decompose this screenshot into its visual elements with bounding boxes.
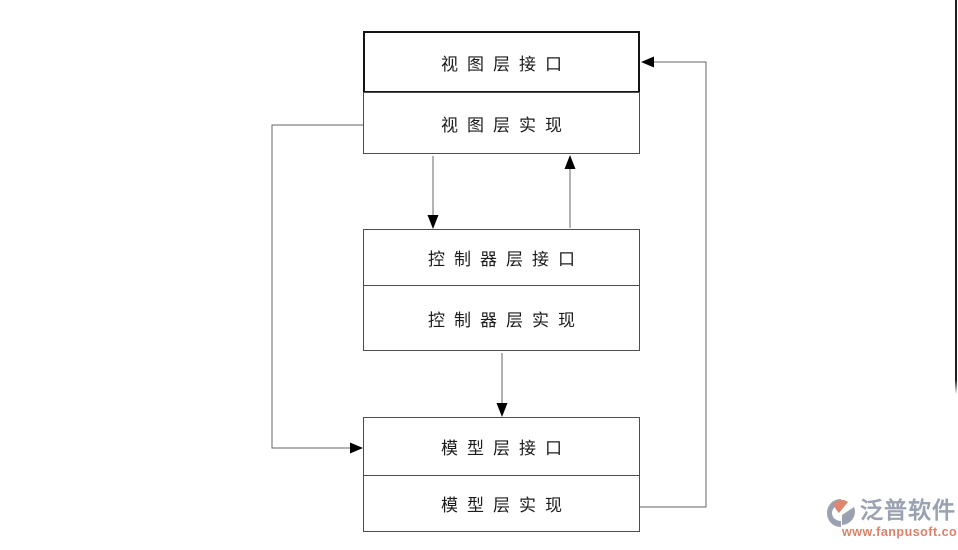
model-impl-label: 模型层实现 [441, 496, 571, 516]
controller-interface-label: 控制器层接口 [428, 250, 584, 270]
controller-layer-box: 控制器层接口 控制器层实现 [363, 229, 640, 351]
fanpu-logo-icon [827, 499, 855, 527]
watermark-url: www.fanpusoft.com [842, 525, 958, 539]
page-edge-line [955, 0, 957, 380]
arrowhead-left-icon [641, 56, 654, 68]
arrowhead-down-icon [427, 215, 439, 229]
connector-view-impl-to-model-interface [271, 124, 363, 449]
watermark-text: 泛普软件 www.fanpusoft.com [842, 497, 958, 539]
watermark: 泛普软件 www.fanpusoft.com [824, 497, 958, 539]
view-interface-label: 视图层接口 [441, 54, 571, 75]
page-edge-line-fade [955, 380, 957, 394]
view-layer-box: 视图层接口 视图层实现 [363, 31, 640, 154]
model-impl-cell: 模型层实现 [363, 475, 640, 532]
watermark-brand: 泛普软件 [860, 497, 956, 523]
connector-model-impl-to-view-interface [640, 61, 707, 508]
arrowhead-up-icon [564, 155, 576, 169]
controller-interface-cell: 控制器层接口 [363, 229, 640, 286]
arrowhead-down-icon [496, 403, 508, 417]
view-interface-cell: 视图层接口 [363, 31, 640, 93]
controller-impl-label: 控制器层实现 [428, 310, 584, 331]
view-impl-cell: 视图层实现 [363, 92, 640, 154]
model-interface-cell: 模型层接口 [363, 417, 640, 476]
model-interface-label: 模型层接口 [441, 439, 571, 459]
arrowhead-right-icon [350, 442, 363, 454]
model-layer-box: 模型层接口 模型层实现 [363, 417, 640, 532]
controller-impl-cell: 控制器层实现 [363, 285, 640, 351]
view-impl-label: 视图层实现 [441, 115, 571, 136]
